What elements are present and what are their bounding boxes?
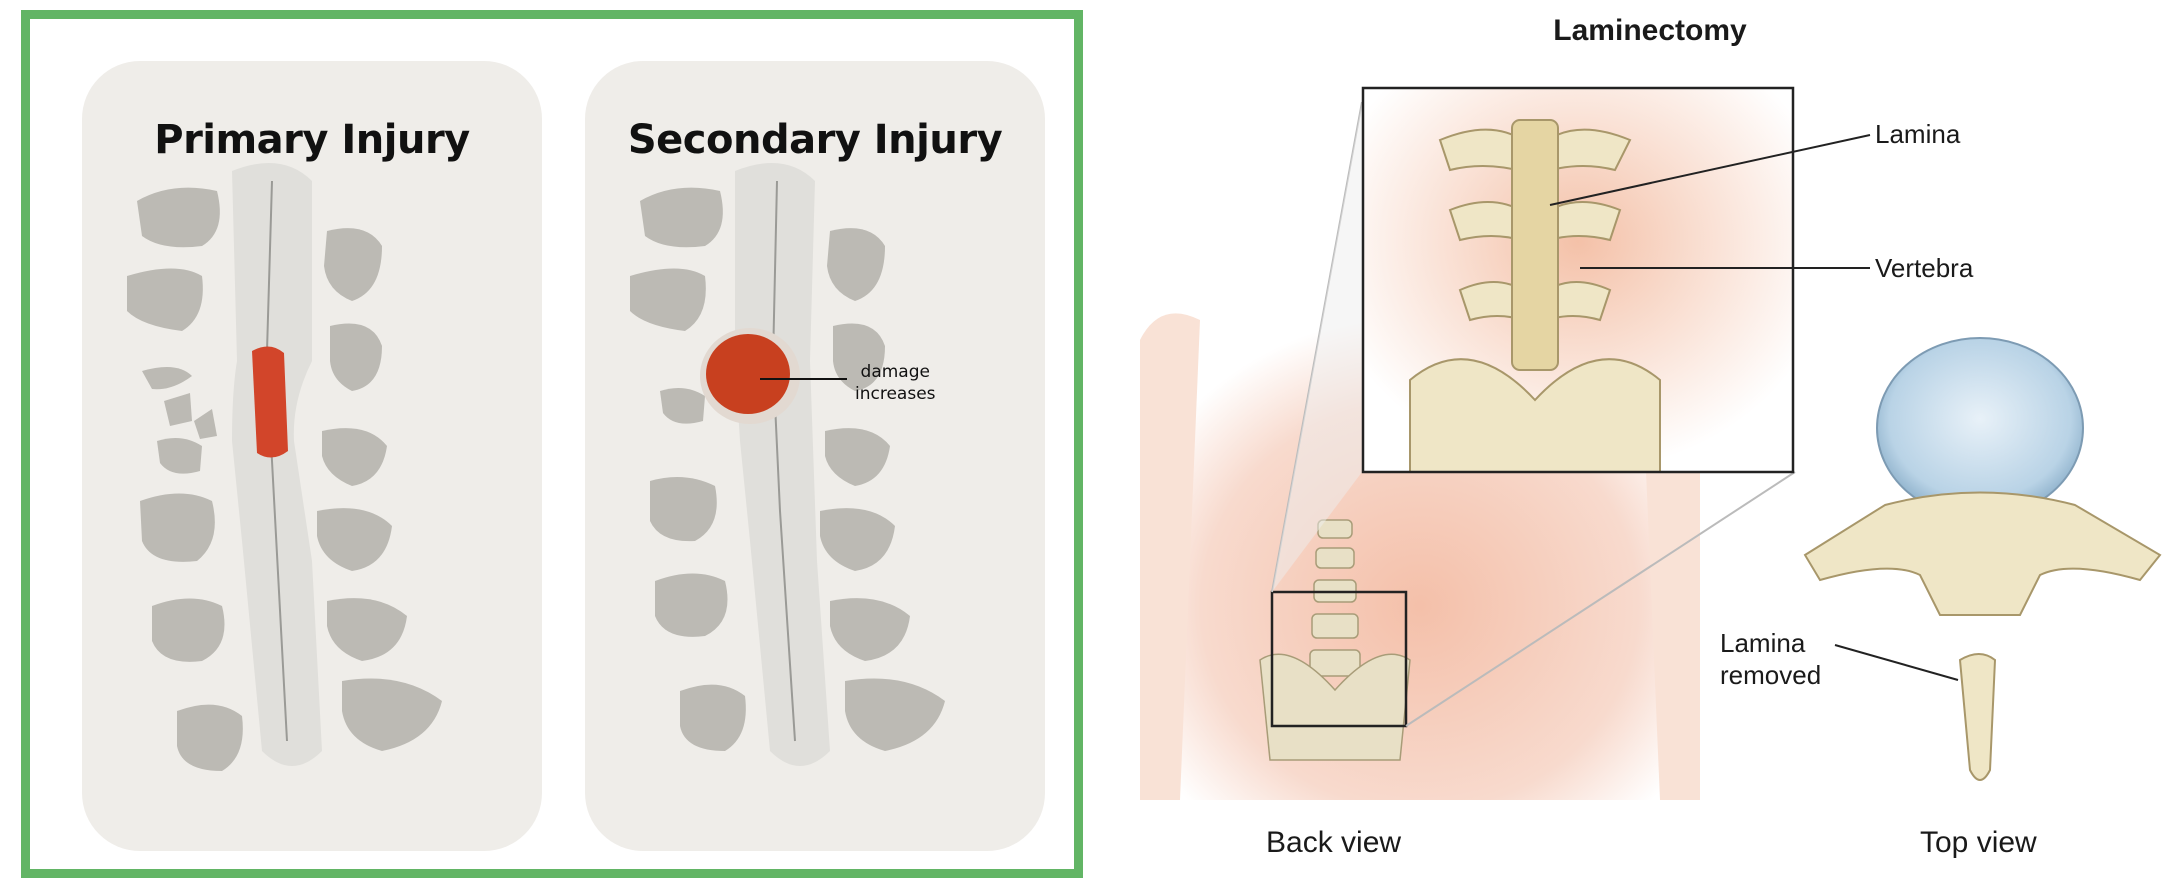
primary-injury-mark <box>252 346 288 457</box>
lamina-removed-line1: Lamina <box>1720 627 1821 659</box>
primary-injury-card: Primary Injury <box>82 61 542 851</box>
spinal-cord <box>232 163 322 766</box>
lamina-removed-line2: removed <box>1720 659 1821 691</box>
laminectomy-panel: Laminectomy <box>1140 0 2166 885</box>
lamina-removed-leader-line <box>1835 645 1958 680</box>
secondary-injury-card: Secondary Injury <box>585 61 1045 851</box>
vertebra-label: Vertebra <box>1875 252 1973 284</box>
left-vertebrae <box>630 188 746 751</box>
damage-label-line1: damage <box>855 361 936 383</box>
damage-increases-label: damage increases <box>855 361 936 405</box>
spinal-cord <box>735 163 830 766</box>
right-vertebrae <box>317 228 442 751</box>
intervertebral-disc <box>1877 338 2083 518</box>
lamina-removed-label: Lamina removed <box>1720 627 1821 691</box>
lamina-label: Lamina <box>1875 118 1960 150</box>
injury-comparison-panel: Primary Injury <box>21 10 1083 878</box>
primary-spine-illustration <box>82 61 542 851</box>
laminectomy-illustration <box>1140 0 2166 885</box>
top-view-label: Top view <box>1920 826 2037 860</box>
left-vertebrae <box>127 188 243 771</box>
top-view-vertebra <box>1805 493 2160 781</box>
secondary-injury-mark <box>706 334 790 414</box>
secondary-spine-illustration <box>585 61 1045 851</box>
back-view-label: Back view <box>1266 826 1401 860</box>
damage-label-line2: increases <box>855 383 936 405</box>
right-vertebrae <box>820 228 945 751</box>
